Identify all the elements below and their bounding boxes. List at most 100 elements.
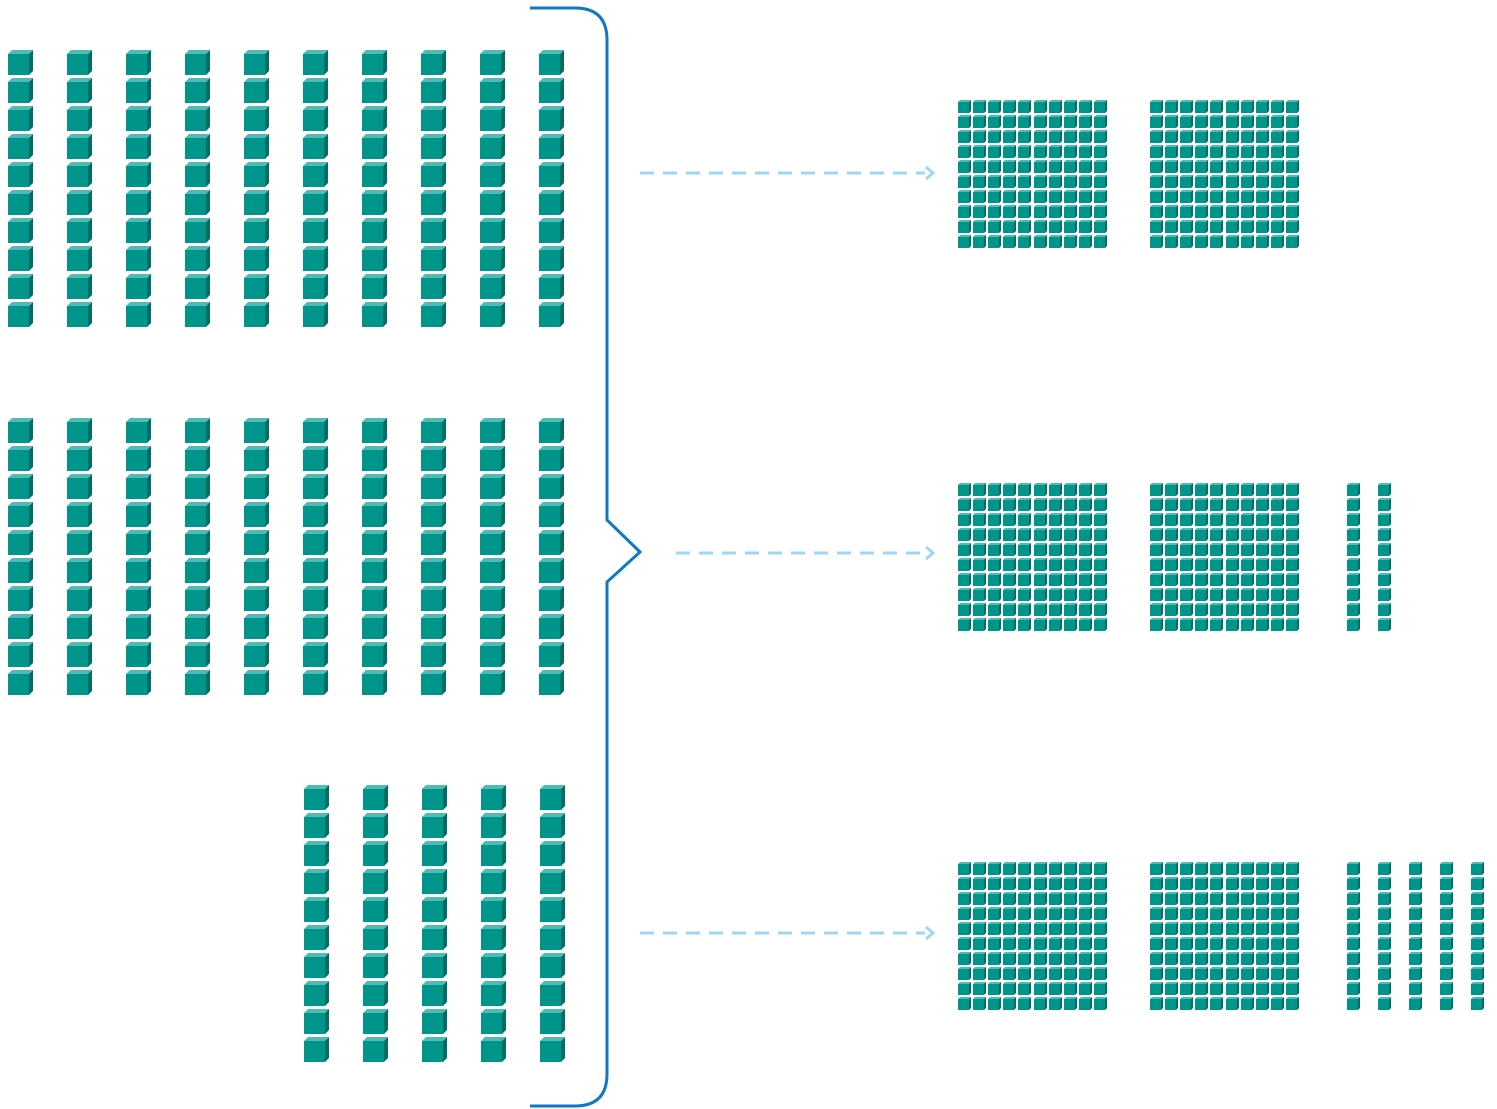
base-ten-cube-icon (1270, 190, 1284, 208)
base-ten-cube-icon (126, 162, 151, 192)
base-ten-cube-icon (539, 502, 564, 532)
base-ten-cube-icon (1063, 877, 1077, 895)
base-ten-cube-icon (1063, 205, 1077, 223)
base-ten-cube-icon (1195, 513, 1209, 531)
base-ten-cube-icon (1150, 618, 1163, 636)
base-ten-cube-icon (1165, 588, 1179, 606)
base-ten-cube-icon (1003, 175, 1017, 193)
base-ten-cube-icon (1210, 513, 1224, 531)
base-ten-cube-icon (540, 925, 565, 955)
base-ten-cube-icon (1270, 220, 1284, 238)
base-ten-cube-icon (1270, 175, 1284, 193)
base-ten-cube-icon (1033, 907, 1047, 925)
base-ten-cube-icon (1180, 175, 1194, 193)
base-ten-cube-icon (1409, 967, 1422, 985)
base-ten-cube-icon (1078, 483, 1092, 501)
base-ten-cube-icon (1018, 618, 1032, 636)
base-ten-cube-icon (8, 586, 33, 616)
base-ten-cube-icon (1003, 160, 1017, 178)
base-ten-cube-icon (1240, 205, 1254, 223)
base-ten-cube-icon (1210, 922, 1224, 940)
base-ten-cube-icon (1240, 907, 1254, 925)
base-ten-cube-icon (1018, 558, 1032, 576)
base-ten-cube-icon (1255, 235, 1269, 253)
base-ten-cube-icon (1225, 907, 1239, 925)
base-ten-cube-icon (1270, 115, 1284, 133)
base-ten-cube-icon (539, 474, 564, 504)
base-ten-cube-icon (958, 892, 971, 910)
base-ten-cube-icon (1240, 997, 1254, 1015)
base-ten-cube-icon (1378, 513, 1391, 531)
base-ten-cube-icon (1093, 588, 1107, 606)
base-ten-cube-icon (1165, 513, 1179, 531)
base-ten-cube-icon (1225, 603, 1239, 621)
base-ten-cube-icon (244, 50, 269, 80)
base-ten-cube-icon (1195, 877, 1209, 895)
base-ten-cube-icon (539, 134, 564, 164)
base-ten-cube-icon (1003, 235, 1017, 253)
base-ten-cube-icon (958, 513, 971, 531)
base-ten-cube-icon (185, 474, 210, 504)
base-ten-cube-icon (958, 558, 971, 576)
base-ten-cube-icon (958, 603, 971, 621)
base-ten-cube-icon (540, 953, 565, 983)
base-ten-cube-icon (304, 841, 329, 871)
base-ten-cube-icon (362, 446, 387, 476)
base-ten-cube-icon (1165, 190, 1179, 208)
base-ten-cube-icon (362, 106, 387, 136)
base-ten-cube-icon (1165, 205, 1179, 223)
base-ten-cube-icon (1440, 907, 1453, 925)
base-ten-cube-icon (1063, 175, 1077, 193)
base-ten-cube-icon (421, 586, 446, 616)
base-ten-cube-icon (1255, 115, 1269, 133)
base-ten-cube-icon (1285, 907, 1299, 925)
base-ten-cube-icon (1093, 160, 1107, 178)
base-ten-cube-icon (1195, 588, 1209, 606)
base-ten-cube-icon (1409, 952, 1422, 970)
curly-brace-icon (530, 6, 643, 1108)
base-ten-cube-icon (8, 162, 33, 192)
base-ten-cube-icon (1347, 483, 1360, 501)
base-ten-cube-icon (422, 925, 447, 955)
base-ten-cube-icon (1078, 160, 1092, 178)
base-ten-cube-icon (973, 573, 987, 591)
base-ten-cube-icon (1195, 603, 1209, 621)
base-ten-cube-icon (1150, 877, 1163, 895)
base-ten-cube-icon (1033, 220, 1047, 238)
base-ten-cube-icon (1195, 543, 1209, 561)
base-ten-cube-icon (988, 130, 1002, 148)
base-ten-cube-icon (1165, 937, 1179, 955)
base-ten-cube-icon (1180, 982, 1194, 1000)
base-ten-cube-icon (1270, 877, 1284, 895)
base-ten-cube-icon (480, 274, 505, 304)
base-ten-cube-icon (362, 50, 387, 80)
base-ten-cube-icon (1270, 952, 1284, 970)
base-ten-cube-icon (1165, 115, 1179, 133)
base-ten-cube-icon (1150, 100, 1163, 118)
base-ten-cube-icon (185, 642, 210, 672)
base-ten-cube-icon (8, 502, 33, 532)
base-ten-cube-icon (1078, 952, 1092, 970)
base-ten-cube-icon (1255, 588, 1269, 606)
base-ten-cube-icon (1165, 997, 1179, 1015)
base-ten-cube-icon (1063, 618, 1077, 636)
base-ten-cube-icon (126, 642, 151, 672)
base-ten-cube-icon (1033, 892, 1047, 910)
base-ten-cube-icon (1078, 967, 1092, 985)
base-ten-cube-icon (1018, 528, 1032, 546)
base-ten-cube-icon (1240, 952, 1254, 970)
base-ten-cube-icon (988, 982, 1002, 1000)
base-ten-cube-icon (1270, 618, 1284, 636)
base-ten-cube-icon (8, 670, 33, 700)
base-ten-cube-icon (1180, 558, 1194, 576)
base-ten-cube-icon (1048, 967, 1062, 985)
base-ten-cube-icon (988, 235, 1002, 253)
base-ten-cube-icon (1285, 220, 1299, 238)
base-ten-cube-icon (303, 162, 328, 192)
base-ten-cube-icon (1347, 907, 1360, 925)
base-ten-cube-icon (1285, 205, 1299, 223)
base-ten-cube-icon (1165, 922, 1179, 940)
base-ten-cube-icon (480, 558, 505, 588)
base-ten-cube-icon (480, 474, 505, 504)
base-ten-cube-icon (1240, 498, 1254, 516)
